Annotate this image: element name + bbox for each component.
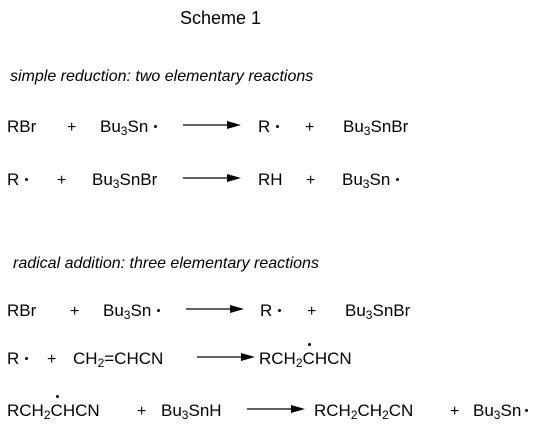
radical-dot	[25, 357, 29, 360]
radical-dot	[525, 409, 529, 412]
product-alkyl-radical: R	[258, 118, 280, 135]
reactant-alkyl-radical: R	[7, 350, 29, 367]
scheme-title: Scheme 1	[180, 8, 262, 28]
product-tributyltin-radical: Bu3Sn	[473, 402, 529, 421]
radical-dot	[278, 309, 282, 312]
plus-sign: +	[307, 303, 317, 320]
plus-sign: +	[137, 403, 147, 420]
section-heading-simple-reduction: simple reduction: two elementary reactio…	[10, 68, 314, 85]
section-heading-radical-addition: radical addition: three elementary react…	[13, 255, 319, 272]
radical-dot	[25, 178, 29, 181]
reaction-arrow	[183, 121, 241, 129]
reactant-adduct-radical: RCH2CHCN	[7, 395, 100, 422]
plus-sign: +	[450, 403, 460, 420]
plus-sign: +	[67, 119, 77, 136]
radical-dot	[157, 309, 161, 312]
radical-center-carbon: C	[50, 395, 63, 420]
reaction-arrow	[197, 353, 255, 361]
reactant-tributyltin-radical: Bu3Sn	[100, 118, 158, 137]
plus-sign: +	[70, 303, 80, 320]
product-tributyltin-bromide: Bu3SnBr	[343, 117, 409, 138]
product-tributyltin-bromide: Bu3SnBr	[345, 301, 411, 322]
radical-dot	[396, 178, 400, 181]
reactant-tributyltin-radical: Bu3Sn	[103, 302, 161, 321]
reactant-tributyltin-bromide: Bu3SnBr	[92, 170, 158, 191]
reactant-alkyl-radical: R	[7, 171, 29, 188]
product-reduced-nitrile: RCH2CH2CN	[314, 401, 414, 422]
reactant-rbr: RBr	[7, 117, 37, 136]
radical-dot	[154, 125, 158, 128]
reaction-arrow	[186, 305, 244, 313]
plus-sign: +	[57, 172, 67, 189]
product-alkyl-radical: R	[260, 302, 282, 319]
radical-center-carbon: C	[302, 343, 315, 368]
radical-dot	[276, 125, 280, 128]
product-tributyltin-radical: Bu3Sn	[342, 171, 400, 190]
reactant-acrylonitrile: CH2=CHCN	[73, 349, 164, 370]
product-rh: RH	[258, 170, 283, 189]
plus-sign: +	[305, 119, 315, 136]
plus-sign: +	[306, 172, 316, 189]
reactant-rbr: RBr	[7, 301, 37, 320]
reaction-arrow	[183, 174, 241, 182]
plus-sign: +	[47, 351, 57, 368]
product-adduct-radical: RCH2CHCN	[259, 343, 352, 370]
reactant-tributyltin-hydride: Bu3SnH	[161, 401, 222, 422]
reaction-arrow	[247, 405, 305, 413]
